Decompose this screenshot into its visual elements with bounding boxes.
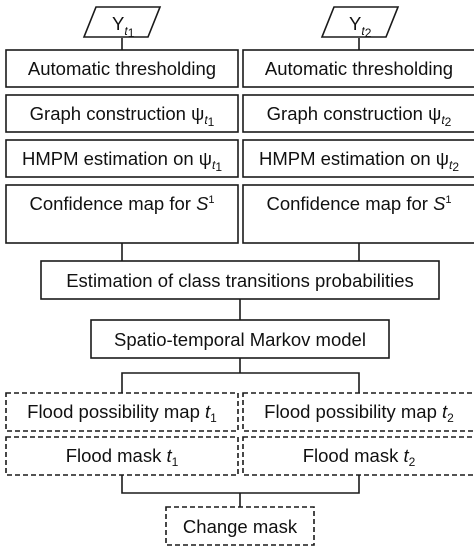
right-hmpm-label: HMPM estimation on ψt2 (259, 148, 459, 174)
left-mask-box (5, 436, 239, 476)
transitions-step: Estimation of class transitions probabil… (40, 260, 440, 300)
right-hmpm-box (242, 139, 474, 178)
left-graph-box (5, 94, 239, 133)
left-confidence-box (5, 184, 239, 244)
right-threshold-box (242, 49, 474, 88)
change-mask-box (165, 506, 315, 546)
markov-step: Spatio-temporal Markov model (90, 319, 390, 359)
left-column: Automatic thresholding Graph constructio… (5, 49, 239, 244)
right-confidence-box (242, 184, 474, 244)
right-column: Automatic thresholding Graph constructio… (242, 49, 474, 244)
input-right-shape (320, 6, 400, 38)
left-possibility-box (5, 392, 239, 432)
outputs: Flood possibility map t1 Flood possibili… (5, 392, 474, 476)
markov-label: Spatio-temporal Markov model (114, 329, 366, 350)
right-threshold-label: Automatic thresholding (265, 58, 453, 79)
left-hmpm-box (5, 139, 239, 178)
transitions-label: Estimation of class transitions probabil… (66, 270, 414, 291)
left-threshold-box (5, 49, 239, 88)
connector-merge-bottom (121, 475, 360, 494)
right-possibility-label: Flood possibility map t2 (264, 401, 454, 425)
change-mask-label: Change mask (183, 516, 298, 537)
left-possibility-label: Flood possibility map t1 (27, 401, 217, 425)
left-hmpm-label: HMPM estimation on ψt1 (22, 148, 222, 174)
left-confidence-label: Confidence map for S1 (29, 193, 214, 214)
change-mask-step: Change mask (165, 506, 315, 546)
right-graph-label: Graph construction ψt2 (267, 103, 452, 129)
input-left-label: Yt1 (112, 13, 135, 40)
right-mask-box (242, 436, 474, 476)
markov-box (90, 319, 390, 359)
input-right-label: Yt2 (349, 13, 372, 40)
right-mask-label: Flood mask t2 (303, 445, 416, 469)
left-threshold-label: Automatic thresholding (28, 58, 216, 79)
right-possibility-box (242, 392, 474, 432)
right-confidence-label: Confidence map for S1 (266, 193, 451, 214)
input-left-shape (82, 6, 162, 38)
left-graph-label: Graph construction ψt1 (30, 103, 215, 129)
input-right: Yt2 (320, 6, 400, 40)
input-left: Yt1 (82, 6, 162, 40)
left-mask-label: Flood mask t1 (66, 445, 179, 469)
right-graph-box (242, 94, 474, 133)
connector-split (121, 372, 360, 393)
transitions-box (40, 260, 440, 300)
